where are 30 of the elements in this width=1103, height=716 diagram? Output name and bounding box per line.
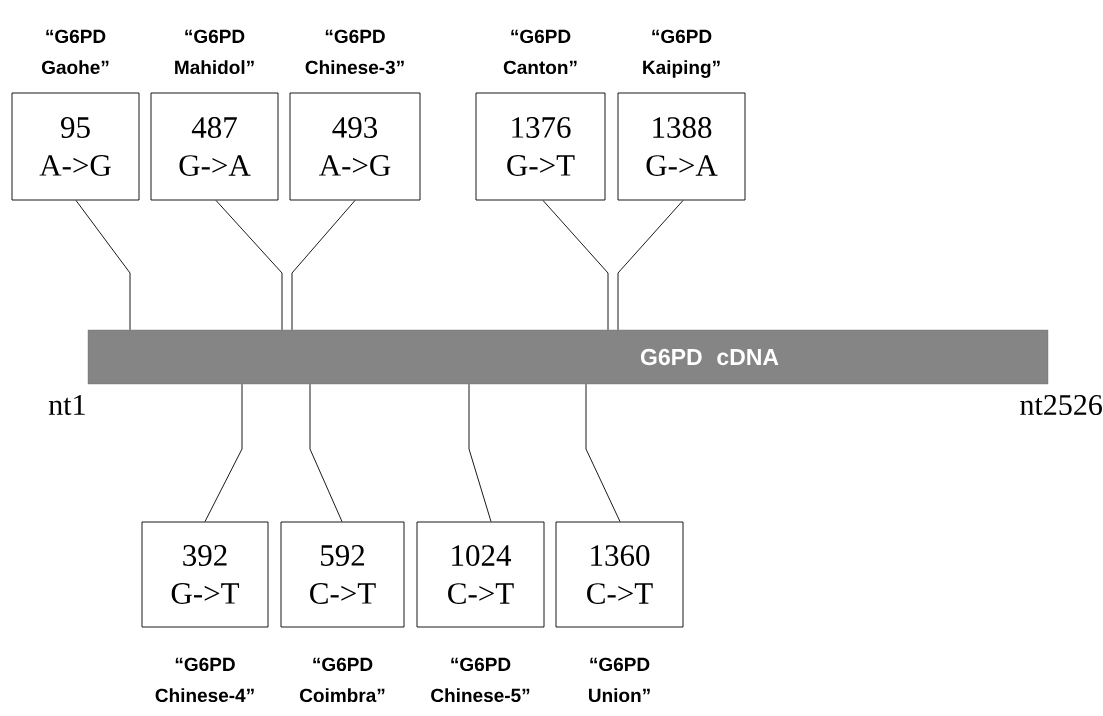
leader-line <box>291 200 356 331</box>
mutation-box: 1024 C->T <box>416 521 545 628</box>
mutation-box: 1388 G->A <box>617 92 746 201</box>
position-label: nt1 <box>48 394 85 416</box>
leader-line <box>75 200 131 331</box>
variant-name: “G6PD Gaohe” <box>42 29 109 75</box>
position-label: nt2526 <box>1020 394 1102 416</box>
mutation-box: 487 G->A <box>150 92 279 201</box>
variant-name: “G6PD Chinese-5” <box>431 657 530 703</box>
leader-line <box>309 383 343 522</box>
variant-name: “G6PD Kaiping” <box>643 29 720 78</box>
mutation-box: 592 C->T <box>280 521 405 628</box>
variant-name: “G6PD Mahidol” <box>175 29 254 75</box>
variant-name: “G6PD Canton” <box>503 29 577 75</box>
cdna-bar: G6PD cDNA <box>87 329 1049 385</box>
mutation-box: 392 G->T <box>141 521 269 628</box>
variant-name: “G6PD Union” <box>589 657 650 703</box>
leader-line <box>585 383 621 522</box>
variant-name: “G6PD Chinese-3” <box>305 29 404 75</box>
leader-line <box>617 200 684 331</box>
mutation-box: 1376 G->T <box>475 92 606 201</box>
mutation-box: 1360 C->T <box>555 521 684 628</box>
leader-line <box>204 383 243 522</box>
leader-line <box>215 200 283 331</box>
variant-name: “G6PD Chinese-4” <box>155 657 254 703</box>
variant-name: “G6PD Coimbra” <box>300 657 385 703</box>
mutation-box: 493 A->G <box>289 92 421 201</box>
mutation-box: 95 A->G <box>11 92 140 201</box>
leader-line <box>468 383 492 522</box>
leader-line <box>542 200 609 331</box>
